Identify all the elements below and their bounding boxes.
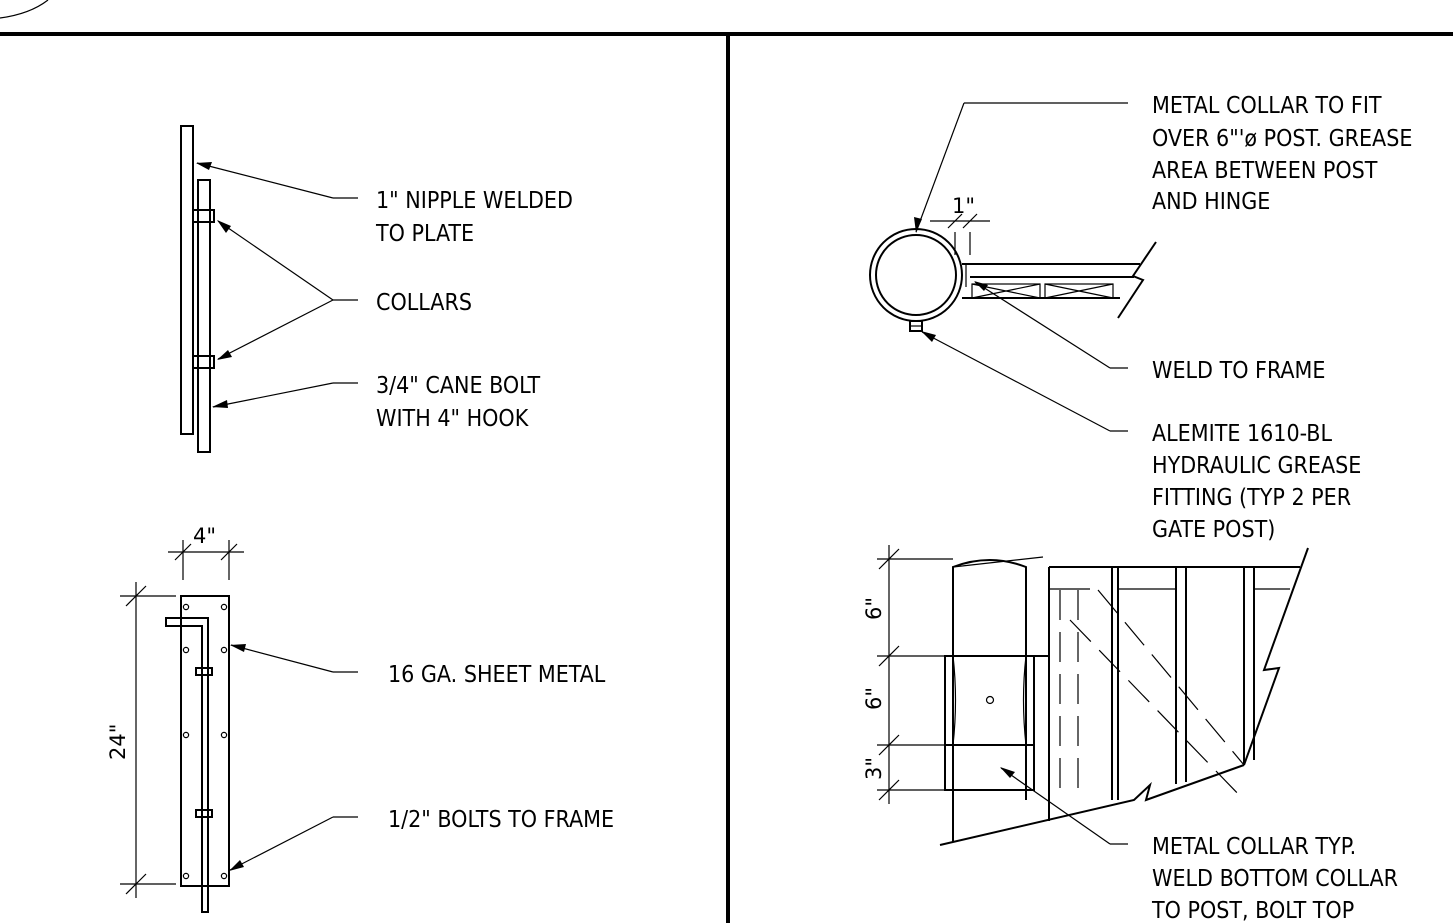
collar-note-line2: OVER 6"'ø POST. GREASE bbox=[1152, 126, 1412, 152]
bolts-label: 1/2" BOLTS TO FRAME bbox=[388, 807, 614, 833]
sheet-metal-front-view: 4" 24" bbox=[106, 524, 358, 913]
post-collar-outer bbox=[869, 228, 963, 322]
alemite-line4: GATE POST) bbox=[1152, 517, 1275, 543]
nipple-label-line2: TO PLATE bbox=[375, 221, 474, 247]
dim-gap-1in: 1" bbox=[952, 194, 975, 218]
collar-typ-labels: METAL COLLAR TYP. WELD BOTTOM COLLAR TO … bbox=[1151, 834, 1398, 923]
collar-typ-line2: WELD BOTTOM COLLAR bbox=[1152, 866, 1398, 892]
dim-6in-upper: 6" bbox=[862, 597, 886, 620]
sheet-metal-label: 16 GA. SHEET METAL bbox=[388, 662, 606, 688]
gate-post-elevation: 6" 6" 3" bbox=[862, 545, 1309, 846]
collar-plan-labels: METAL COLLAR TO FIT OVER 6"'ø POST. GREA… bbox=[1152, 93, 1412, 543]
cane-bolt-label-line1: 3/4" CANE BOLT bbox=[376, 373, 541, 399]
dim-3in: 3" bbox=[862, 757, 886, 780]
collar-note-line4: AND HINGE bbox=[1152, 189, 1270, 215]
upper-collar bbox=[192, 209, 215, 223]
collar-note-line3: AREA BETWEEN POST bbox=[1152, 158, 1378, 184]
collar-typ-line3: TO POST, BOLT TOP bbox=[1151, 898, 1354, 923]
weld-label: WELD TO FRAME bbox=[1152, 358, 1325, 384]
post-collar-inner bbox=[875, 234, 957, 316]
dim-width-4in: 4" bbox=[193, 524, 216, 548]
leader-arrow bbox=[196, 162, 212, 170]
alemite-line3: FITTING (TYP 2 PER bbox=[1152, 485, 1351, 511]
collar-note-line1: METAL COLLAR TO FIT bbox=[1152, 93, 1382, 119]
front-lower-collar bbox=[195, 809, 213, 818]
collar-typ-line1: METAL COLLAR TYP. bbox=[1152, 834, 1356, 860]
gate-plate bbox=[180, 125, 194, 435]
lower-metal-collar bbox=[944, 744, 1035, 791]
upper-metal-collar bbox=[944, 655, 1035, 746]
cane-bolt-side-view bbox=[180, 125, 358, 453]
cane-bolt-label-line2: WITH 4" HOOK bbox=[376, 406, 529, 432]
leader-collars-lower bbox=[217, 299, 334, 360]
cane-bolt-labels: 1" NIPPLE WELDED TO PLATE COLLARS 3/4" C… bbox=[375, 188, 573, 432]
dim-height-24in: 24" bbox=[106, 724, 130, 760]
cane-bolt-rod bbox=[197, 179, 211, 453]
cane-bolt-hook bbox=[165, 617, 209, 913]
lower-collar bbox=[192, 355, 215, 369]
alemite-line2: HYDRAULIC GREASE bbox=[1152, 453, 1361, 479]
nipple-label-line1: 1" NIPPLE WELDED bbox=[376, 188, 573, 214]
dim-6in-lower: 6" bbox=[862, 687, 886, 710]
leader-nipple bbox=[196, 162, 334, 199]
gate-post bbox=[952, 559, 1027, 842]
leader-collars-upper bbox=[217, 220, 334, 301]
sheet-metal-plate bbox=[180, 595, 230, 887]
collars-label: COLLARS bbox=[376, 290, 472, 316]
leader-cane-bolt bbox=[212, 382, 334, 408]
title-circle-arc bbox=[0, 0, 49, 19]
alemite-line1: ALEMITE 1610-BL bbox=[1152, 421, 1332, 447]
front-upper-collar bbox=[195, 667, 213, 676]
collar-plan-view: 1" bbox=[869, 102, 1157, 432]
